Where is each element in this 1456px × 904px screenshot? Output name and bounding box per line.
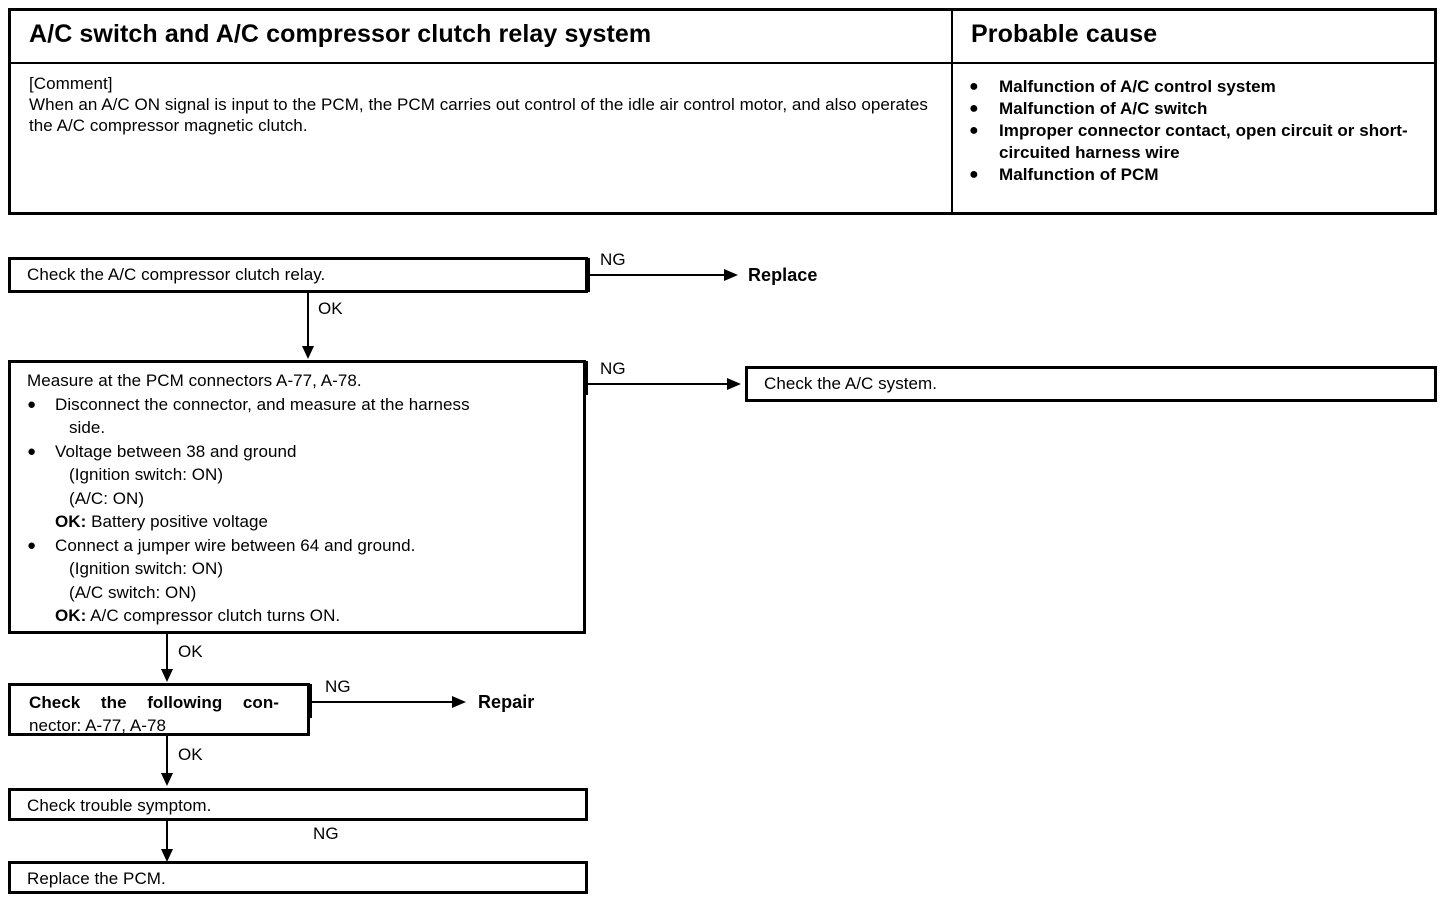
cause-list: ● Malfunction of A/C control system ● Ma… (953, 64, 1434, 186)
connector-measure-ng-vertical (586, 361, 588, 395)
probable-cause-title: Probable cause (971, 20, 1158, 48)
label-ng-connector: NG (325, 677, 351, 696)
list-item: ● Malfunction of A/C control system (969, 76, 1426, 98)
terminal-repair: Repair (478, 692, 535, 712)
arrowhead-measure-ng (727, 378, 741, 390)
label-ok-measure: OK (178, 642, 203, 661)
arrowhead-measure-ok (161, 669, 173, 682)
connector-label-line2: nector: A-77, A-78 (29, 716, 166, 735)
measure-item-2-ok-value: Battery positive voltage (91, 512, 269, 531)
cause-text: Improper connector contact, open circuit… (999, 121, 1408, 162)
flow-box-check-relay-label: Check the A/C compressor clutch relay. (27, 265, 326, 284)
connector-relay-ng-horizontal (588, 274, 736, 276)
measure-item-3-ok-label: OK: (55, 606, 87, 625)
connector-measure-ng-horizontal (586, 383, 734, 385)
header-table: A/C switch and A/C compressor clutch rel… (8, 8, 1437, 215)
measure-title: Measure at the PCM connectors A-77, A-78… (27, 371, 362, 390)
measure-item-2-text: Voltage between 38 and ground (55, 441, 297, 461)
flow-box-check-ac-system: Check the A/C system. (745, 366, 1437, 402)
measure-item-2-ok-label: OK: (55, 512, 87, 531)
measure-item-2: ● Voltage between 38 and ground (27, 440, 577, 464)
flow-box-check-symptom-label: Check trouble symptom. (27, 796, 212, 815)
flow-box-check-ac-system-label: Check the A/C system. (764, 374, 938, 393)
flow-box-check-symptom: Check trouble symptom. (8, 788, 588, 821)
flow-box-check-connector-label: Check the following con- nector: A-77, A… (11, 686, 307, 737)
bullet-icon: ● (969, 166, 979, 183)
flow-box-check-relay: Check the A/C compressor clutch relay. (8, 257, 588, 293)
measure-item-3-sub2: (A/C switch: ON) (69, 582, 197, 602)
label-ng-measure: NG (600, 359, 626, 378)
flow-box-measure: Measure at the PCM connectors A-77, A-78… (8, 360, 586, 634)
page-title: A/C switch and A/C compressor clutch rel… (29, 20, 652, 48)
list-item: ● Malfunction of PCM (969, 164, 1426, 186)
measure-item-3-ok: OK: A/C compressor clutch turns ON. (27, 604, 577, 628)
cause-cell: ● Malfunction of A/C control system ● Ma… (953, 64, 1434, 212)
list-item: ● Malfunction of A/C switch (969, 98, 1426, 120)
bullet-icon: ● (969, 122, 979, 139)
bullet-icon: ● (27, 442, 37, 460)
measure-item-3-sub1: (Ignition switch: ON) (69, 559, 224, 578)
measure-item-3-ok-value: A/C compressor clutch turns ON. (90, 606, 341, 625)
arrowhead-symptom-ng (161, 849, 173, 862)
comment-cell: [Comment] When an A/C ON signal is input… (11, 64, 953, 212)
connector-label-line1: Check the following con- (29, 693, 279, 712)
label-ng-symptom: NG (313, 824, 339, 843)
cause-text: Malfunction of PCM (999, 165, 1159, 184)
list-item: ● Improper connector contact, open circu… (969, 120, 1426, 164)
measure-item-2-sub1: (Ignition switch: ON) (69, 465, 224, 484)
label-ok-relay: OK (318, 299, 343, 318)
measure-item-1: ● Disconnect the connector, and measure … (27, 393, 577, 417)
measure-body: Measure at the PCM connectors A-77, A-78… (11, 363, 583, 628)
bullet-icon: ● (27, 536, 37, 554)
measure-item-1-cont: side. (69, 418, 106, 437)
flow-box-check-connector: Check the following con- nector: A-77, A… (8, 683, 310, 736)
cause-text: Malfunction of A/C switch (999, 99, 1208, 118)
cause-text: Malfunction of A/C control system (999, 77, 1276, 96)
bullet-icon: ● (969, 100, 979, 117)
table-body-row: [Comment] When an A/C ON signal is input… (11, 64, 1434, 212)
flow-box-replace-pcm: Replace the PCM. (8, 861, 588, 894)
connector-symptom-ng-vertical (166, 821, 168, 851)
table-header-row: A/C switch and A/C compressor clutch rel… (11, 11, 1434, 64)
connector-conn-ng-horizontal (310, 701, 458, 703)
connector-measure-ok-vertical (166, 634, 168, 670)
arrowhead-conn-ok (161, 773, 173, 786)
connector-relay-ok-vertical (307, 293, 309, 347)
arrowhead-relay-ng (724, 269, 738, 281)
arrowhead-conn-ng (452, 696, 466, 708)
measure-item-2-sub2: (A/C: ON) (69, 488, 145, 508)
measure-item-1-text: Disconnect the connector, and measure at… (55, 394, 470, 414)
header-cell-probable-cause: Probable cause (953, 11, 1434, 62)
connector-conn-ok-vertical (166, 736, 168, 774)
measure-item-3-text: Connect a jumper wire between 64 and gro… (55, 535, 416, 555)
comment-text: When an A/C ON signal is input to the PC… (29, 95, 928, 135)
comment-label: [Comment] (29, 74, 113, 93)
flow-box-replace-pcm-label: Replace the PCM. (27, 869, 166, 888)
measure-item-3: ● Connect a jumper wire between 64 and g… (27, 534, 577, 558)
bullet-icon: ● (969, 78, 979, 95)
bullet-icon: ● (27, 395, 37, 413)
arrowhead-relay-ok (302, 346, 314, 359)
comment-block: [Comment] When an A/C ON signal is input… (11, 64, 951, 136)
measure-item-2-ok: OK: Battery positive voltage (27, 510, 577, 534)
header-cell-system: A/C switch and A/C compressor clutch rel… (11, 11, 953, 62)
label-ok-connector: OK (178, 745, 203, 764)
label-ng-relay: NG (600, 250, 626, 269)
terminal-replace: Replace (748, 265, 818, 285)
